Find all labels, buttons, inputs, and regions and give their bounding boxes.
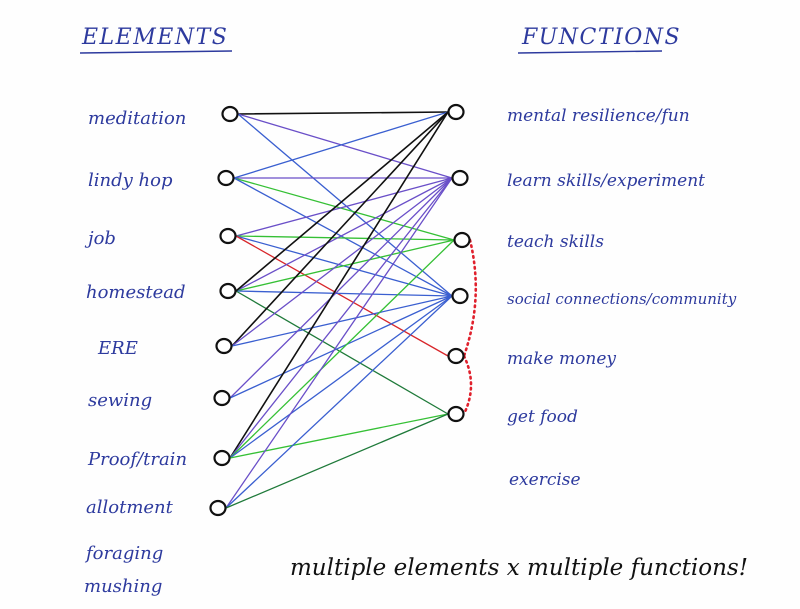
element-label: ERE xyxy=(97,338,138,359)
element-label: lindy hop xyxy=(88,170,173,191)
element-label: mushing xyxy=(84,576,162,597)
connection-line xyxy=(235,290,453,297)
function-label: exercise xyxy=(509,470,581,490)
connection-line xyxy=(235,235,449,357)
functions-heading-underline xyxy=(517,50,663,54)
element-node xyxy=(219,282,237,300)
connection-line xyxy=(235,239,455,292)
element-label: sewing xyxy=(88,390,152,411)
element-label: foraging xyxy=(84,543,163,564)
connection-line xyxy=(225,177,453,509)
element-node xyxy=(209,499,227,517)
connection-line xyxy=(229,295,453,399)
connection-line xyxy=(229,177,453,399)
functions-heading: FUNCTIONS xyxy=(521,25,681,50)
function-label: learn skills/experiment xyxy=(507,171,705,191)
connection-lines xyxy=(225,111,455,509)
connection-line xyxy=(229,239,455,459)
element-node xyxy=(215,337,233,355)
function-node xyxy=(447,103,465,121)
connection-line xyxy=(233,177,453,297)
dotted-links xyxy=(462,238,478,416)
connection-line xyxy=(225,413,449,509)
function-label: mental resilience/fun xyxy=(507,106,690,126)
function-label: get food xyxy=(507,407,578,427)
function-node xyxy=(447,347,465,365)
function-label: social connections/community xyxy=(507,290,737,308)
element-node xyxy=(213,389,231,407)
element-label: allotment xyxy=(86,497,174,518)
function-node xyxy=(447,405,465,423)
element-label: job xyxy=(84,228,116,249)
connection-line xyxy=(231,177,453,347)
connection-line xyxy=(237,113,453,297)
element-nodes xyxy=(209,105,239,517)
elements-heading-underline xyxy=(79,50,233,54)
connection-line xyxy=(237,113,453,179)
function-node xyxy=(453,231,471,249)
connection-line xyxy=(229,413,449,459)
function-labels: mental resilience/fun learn skills/experi… xyxy=(507,106,737,490)
connection-line xyxy=(231,111,449,347)
connection-line xyxy=(235,235,455,241)
caption: multiple elements x multiple functions! xyxy=(290,555,748,581)
connection-line xyxy=(233,111,449,179)
element-node xyxy=(217,169,235,187)
connection-line xyxy=(237,111,449,115)
connection-line xyxy=(229,295,453,459)
element-node xyxy=(219,227,237,245)
element-node xyxy=(221,105,239,123)
function-nodes xyxy=(447,103,471,423)
connection-line xyxy=(235,177,453,292)
function-node xyxy=(451,287,469,305)
element-label: Proof/train xyxy=(87,449,187,470)
element-label: homestead xyxy=(86,282,186,303)
connection-line xyxy=(235,111,449,292)
dotted-link xyxy=(462,238,478,358)
element-label: meditation xyxy=(88,108,186,129)
connection-line xyxy=(235,290,449,415)
function-label: teach skills xyxy=(507,232,604,252)
function-node xyxy=(451,169,469,187)
connection-line xyxy=(229,111,449,459)
function-label: make money xyxy=(507,349,616,369)
dotted-link xyxy=(462,354,473,416)
elements-heading: ELEMENTS xyxy=(81,25,228,50)
connection-line xyxy=(225,295,453,509)
connection-line xyxy=(229,177,453,459)
element-node xyxy=(213,449,231,467)
connection-line xyxy=(231,295,453,347)
connection-line xyxy=(235,177,453,237)
